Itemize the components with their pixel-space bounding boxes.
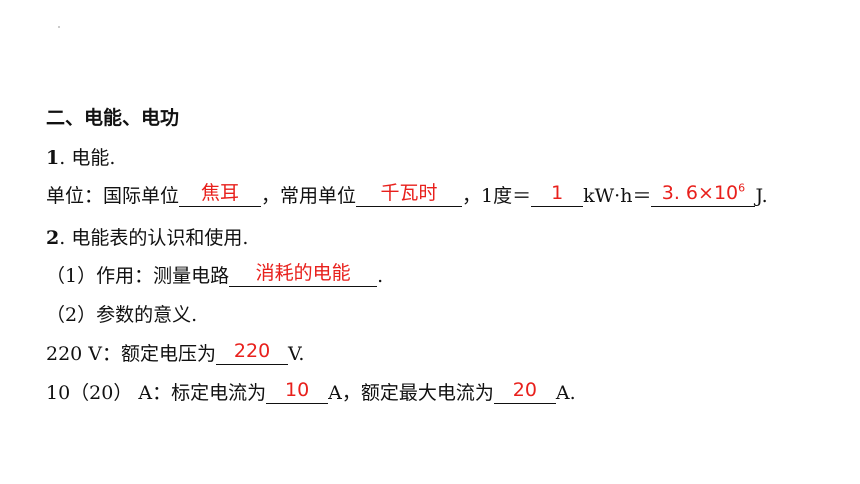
degree-answer: 1 — [551, 182, 564, 204]
function-line: （1）作用：测量电路 消耗的电能. — [46, 262, 384, 288]
common-unit-answer: 千瓦时 — [380, 182, 438, 204]
current-line: 10（20） A：标定电流为 10 A，额定最大电流为 20 A. — [46, 379, 576, 405]
degree-prefix: ，1度＝ — [462, 185, 532, 207]
item-2-number: 2 — [46, 227, 60, 249]
voltage-blank: 220 — [216, 340, 289, 365]
units-mid: ，常用单位 — [261, 185, 357, 207]
joule-answer-exponent: 6 — [738, 181, 746, 195]
current-suffix: A. — [555, 382, 576, 404]
item-1-number: 1 — [46, 147, 60, 169]
joule-answer: 3. 6×106 — [662, 182, 745, 204]
units-prefix: 单位：国际单位 — [46, 185, 180, 207]
joule-blank: 3. 6×106 — [651, 182, 756, 207]
function-prefix: （1）作用：测量电路 — [46, 265, 230, 287]
section-heading: 二、电能、电功 — [46, 106, 179, 130]
kwh-text: kW·h＝ — [583, 185, 652, 207]
item-1-heading: 1. 电能. — [46, 146, 115, 170]
rated-current-answer: 10 — [285, 379, 310, 401]
params-line: （2）参数的意义. — [46, 303, 197, 327]
units-line: 单位：国际单位焦耳 ，常用单位 千瓦时 ，1度＝ 1 kW·h＝ 3. 6×106 J. — [46, 182, 768, 208]
function-suffix: . — [377, 265, 384, 287]
common-unit-blank: 千瓦时 — [356, 182, 463, 207]
voltage-line: 220 V：额定电压为 220 V. — [46, 340, 305, 366]
voltage-answer: 220 — [233, 340, 271, 362]
current-prefix: 10（20） A：标定电流为 — [46, 382, 267, 404]
voltage-prefix: 220 V：额定电压为 — [46, 343, 217, 365]
item-2-heading: 2. 电能表的认识和使用. — [46, 226, 248, 250]
joule-answer-base: 3. 6×10 — [661, 182, 739, 204]
item-2-title: . 电能表的认识和使用. — [59, 227, 249, 249]
rated-current-blank: 10 — [266, 379, 329, 404]
section-heading-text: 二、电能、电功 — [46, 107, 180, 129]
max-current-answer: 20 — [512, 379, 537, 401]
si-unit-answer: 焦耳 — [201, 182, 240, 204]
max-current-blank: 20 — [493, 379, 556, 404]
corner-mark — [58, 26, 60, 28]
item-1-title: . 电能. — [59, 147, 116, 169]
function-blank: 消耗的电能 — [229, 262, 378, 287]
params-text: （2）参数的意义. — [46, 304, 198, 326]
si-unit-blank: 焦耳 — [179, 182, 262, 207]
function-answer: 消耗的电能 — [255, 262, 351, 284]
degree-blank: 1 — [531, 182, 584, 207]
units-suffix: J. — [755, 185, 768, 207]
voltage-suffix: V. — [288, 343, 305, 365]
current-mid: A，额定最大电流为 — [328, 382, 494, 404]
